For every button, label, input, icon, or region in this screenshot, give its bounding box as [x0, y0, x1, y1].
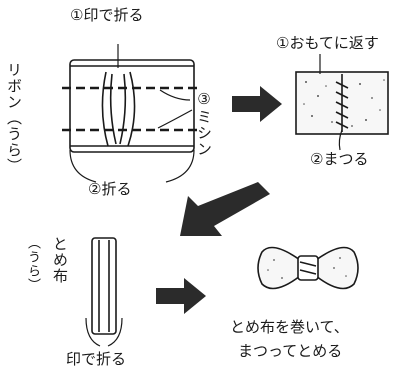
label-fold-at-mark-1: ①印で折る [70, 6, 144, 24]
stitch-marks [335, 81, 349, 129]
leader-stitch [338, 129, 343, 151]
center-fold-inner [109, 73, 127, 145]
label-ribbon-back: リボン（うら） [5, 62, 23, 174]
label-wrap-line2: まつってとめる [238, 342, 343, 360]
bow-right-wing [315, 246, 359, 290]
arrow-right-icon [156, 278, 206, 314]
label-blind-stitch-2: ②まつる [310, 150, 369, 168]
binding-bracket [85, 317, 123, 347]
label-turn-right-side-out-1: ①おもてに返す [276, 34, 379, 52]
label-binding-cloth-back: （うら） [25, 236, 40, 292]
label-fold-at-mark-bottom: 印で折る [66, 350, 127, 368]
binding-cloth-body [91, 237, 117, 335]
arrow-down-left-icon [180, 182, 270, 236]
bow-knot-stitches [299, 261, 317, 275]
label-binding-cloth: とめ布 [51, 236, 69, 284]
bow-texture [267, 257, 347, 279]
center-fold-right [127, 71, 136, 147]
arrow-right-icon [232, 86, 282, 122]
ribbon-body [69, 59, 195, 153]
leader-sew-top [159, 89, 191, 101]
ribbon-fold-figure [62, 44, 200, 183]
binding-cloth-figure [85, 237, 123, 347]
label-fold-2: ②折る [88, 180, 132, 198]
bow-left-wing [257, 246, 301, 290]
texture-dots [303, 79, 385, 127]
label-sew-3: ③ミシン [195, 90, 213, 157]
leader-sew-bottom [157, 109, 193, 129]
finished-bow-figure [257, 246, 359, 290]
center-fold-left [101, 71, 109, 147]
bow-center-knot [297, 255, 319, 281]
label-wrap-line1: とめ布を巻いて、 [230, 318, 349, 336]
bracket-fold-2 [69, 149, 195, 183]
turned-ribbon-figure [295, 54, 389, 151]
